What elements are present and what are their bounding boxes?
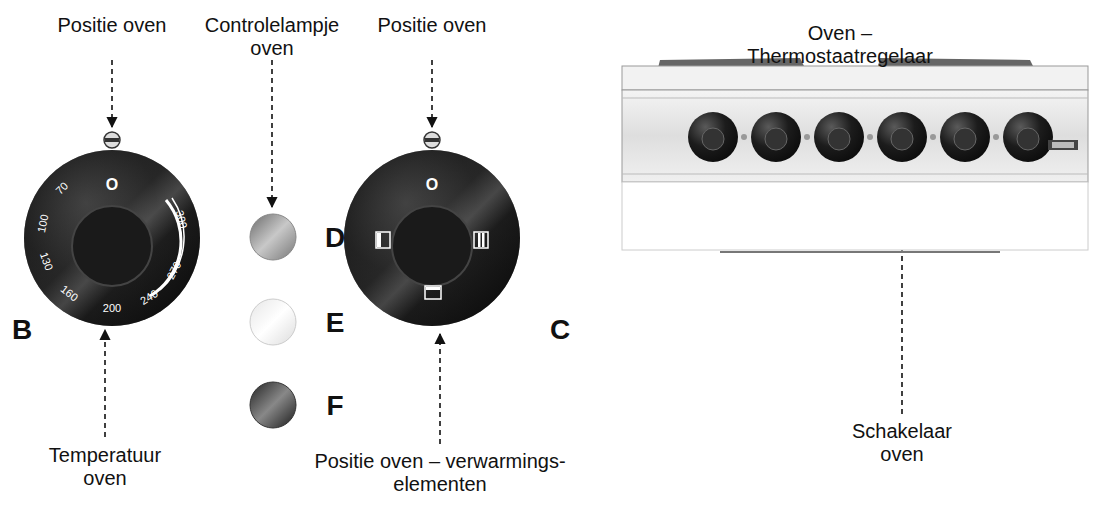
panel-knob [814, 112, 864, 162]
panel-knob-cap [891, 128, 913, 150]
scale-number: 100 [36, 213, 51, 233]
panel-lamp [993, 134, 999, 140]
panel-knob-cap [828, 128, 850, 150]
off-mark: O [106, 177, 118, 193]
lamp-letter: E [315, 307, 355, 339]
panel-knob [940, 112, 990, 162]
scale-number: 240 [138, 288, 159, 307]
panel-knob [1003, 112, 1053, 162]
scale-number: 160 [58, 283, 79, 303]
panel-knob [877, 112, 927, 162]
lamp-letter: D [315, 222, 355, 254]
panel-knob [688, 112, 738, 162]
knob-letter: B [2, 314, 42, 346]
panel-knob-cap [765, 128, 787, 150]
lamp-letter: F [315, 390, 355, 422]
panel-knob-cap [702, 128, 724, 150]
callout-label: Oven – Thermostaatregelaar [730, 22, 950, 68]
callout-label: Temperatuur oven [40, 444, 170, 490]
panel-knob-cap [954, 128, 976, 150]
panel-lamp [867, 134, 873, 140]
panel-knob [751, 112, 801, 162]
callout-label: Positie oven [372, 14, 492, 37]
scale-number: 270 [165, 260, 183, 281]
scale-number: 200 [103, 303, 121, 314]
panel-knob-cap [1017, 128, 1039, 150]
callout-label: Schakelaar oven [837, 420, 967, 466]
knob-letter: C [540, 314, 580, 346]
temperature-knob: O 70 100 130160 200 240 270 300 [24, 150, 200, 326]
callout-label: Controlelampje oven [197, 14, 347, 60]
callout-label: Positie oven [52, 14, 172, 37]
panel-lamp [741, 134, 747, 140]
panel-lamp [930, 134, 936, 140]
scale-number: 70 [54, 180, 70, 196]
scale-number: 300 [174, 209, 189, 230]
scale-number: 130 [38, 251, 55, 272]
position-knob: O [344, 150, 520, 326]
panel-lamp [804, 134, 810, 140]
off-mark: O [426, 177, 438, 193]
callout-label: Positie oven – verwarmings-elementen [275, 450, 605, 496]
